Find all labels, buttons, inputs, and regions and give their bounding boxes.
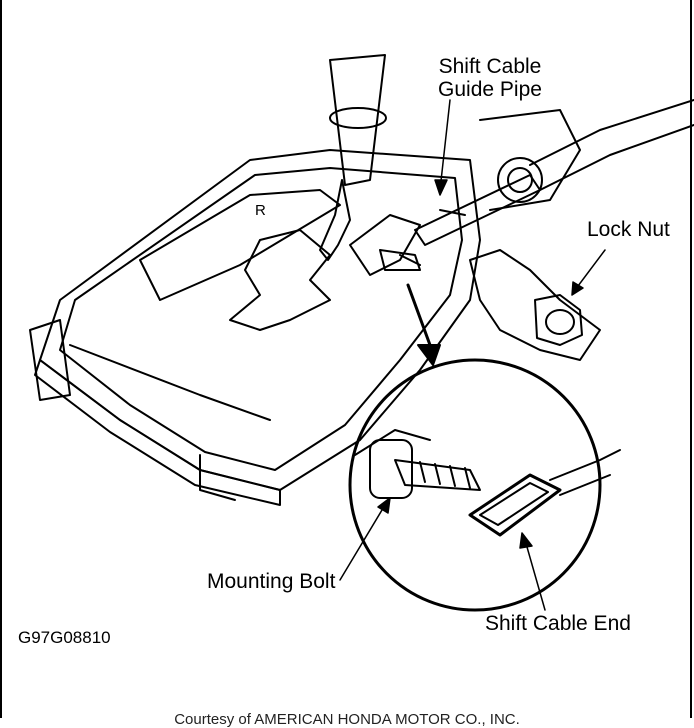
lock-nut-label: Lock Nut	[587, 218, 670, 241]
cable-housing	[469, 249, 601, 361]
detail-arrow	[406, 283, 441, 366]
figure-id: G97G08810	[18, 628, 111, 647]
guide-pipe-label-line1: Shift Cable	[438, 55, 542, 78]
courtesy-credit: Courtesy of AMERICAN HONDA MOTOR CO., IN…	[174, 711, 520, 728]
leader-lines	[339, 99, 606, 611]
shifter-base	[29, 149, 481, 506]
shift-cable-guide-pipe-label: Shift Cable Guide Pipe	[420, 55, 560, 101]
gear-letter: R	[255, 202, 266, 219]
mounting-bracket	[349, 214, 421, 276]
mounting-bolt-label: Mounting Bolt	[207, 570, 336, 593]
guide-pipe-label-line2: Guide Pipe	[438, 78, 542, 101]
shift-cable-end-label: Shift Cable End	[485, 612, 631, 635]
shift-gate	[139, 189, 341, 331]
shift-lever	[319, 54, 387, 261]
guide-pipe	[414, 99, 694, 246]
detail-circle	[348, 358, 621, 612]
lock-nut	[534, 294, 583, 346]
